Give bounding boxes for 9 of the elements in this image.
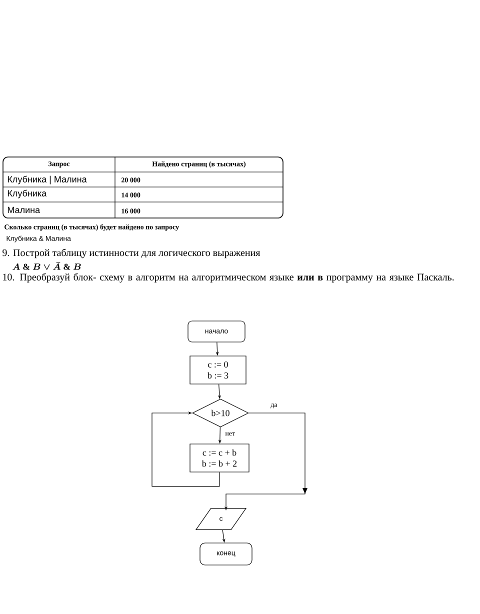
- task-text: 9. Построй таблицу истинности для логического выражения: [2, 248, 260, 258]
- process-box: c := 0 b := 3: [190, 356, 246, 384]
- formula: $A \mathbin{\&} B \vee \bar{A} \mathbin{\&} B$: [12, 262, 81, 270]
- table-cell: Клубника: [8, 190, 47, 198]
- table-cell: Малина: [8, 206, 40, 214]
- arrow: [152, 411, 220, 487]
- table-cell: Клубника | Малина: [8, 176, 87, 184]
- task-text: 10. Преобразуй блок- схему в алгоритм на алгоритмическом языке или в программу на языке Паскаль.: [3, 273, 454, 283]
- process-box: c := c + b b := b + 2: [190, 444, 250, 472]
